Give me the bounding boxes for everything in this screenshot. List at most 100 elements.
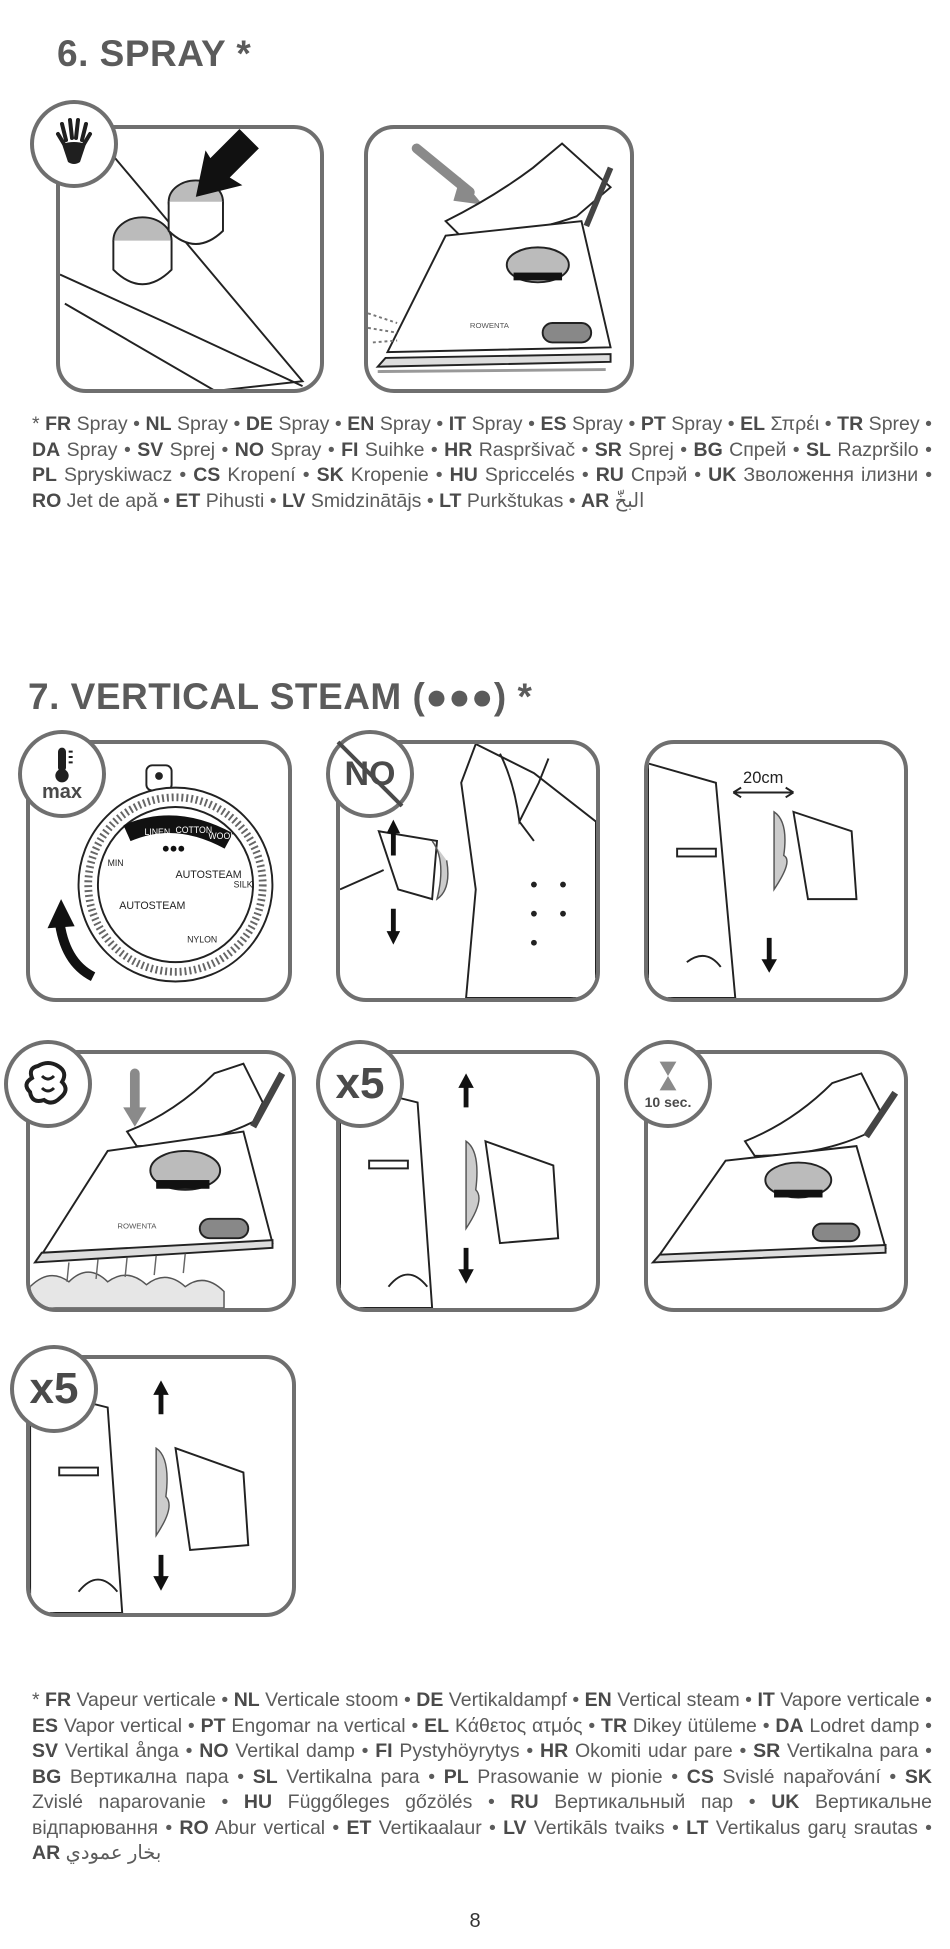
translation-text: Verticale stoom [259,1689,399,1711]
repeat-x5-badge: x5 [316,1040,404,1128]
language-code: TR [601,1714,628,1737]
language-code: FR [45,1689,72,1711]
translation-text: Вертикална пара [61,1765,229,1788]
language-code: EN [347,413,375,435]
translation-text: Jet de apă [61,489,158,512]
translation-text: البخّ [609,489,645,512]
translation-item: • RU Спрэй [574,464,688,486]
translation-item: • PL Spryskiwacz [32,438,932,487]
spray-press-panel: ROWENTA [364,125,634,393]
translation-text: Vertikaldampf [443,1689,567,1711]
language-code: ES [540,413,567,435]
translation-text: Spray [264,438,322,461]
translation-text: Spray [60,438,118,461]
language-code: NO [199,1740,229,1762]
language-code: TR [837,413,864,435]
translation-item: • SV Sprej [117,438,216,461]
translation-item: • EN Vertical steam [566,1689,740,1711]
translation-text: Vapore verticale [774,1689,920,1711]
spray-icon [30,100,118,188]
worn-garment-panel [336,740,600,1002]
language-code: PT [200,1714,226,1737]
language-code: RU [510,1791,539,1813]
language-code: DA [775,1714,804,1737]
language-code: BG [32,1765,62,1788]
translation-item: • FI Suihke [321,438,425,461]
temperature-max-badge: max [18,730,106,818]
steam-burst-icon [4,1040,92,1128]
translation-text: Zvislé naparovanie [32,1791,206,1813]
language-code: UK [771,1791,800,1813]
translation-item: • CS Svislé napařování [662,1765,881,1788]
translation-text: Вертикальный пар [538,1791,734,1813]
translation-item: • UK Зволоження ілизни [687,464,919,486]
dial-wool: WOOL [208,831,235,841]
translation-item: • TR Sprey [819,413,920,435]
distance-label: 20cm [743,769,783,787]
translation-text: Suihke [358,438,425,461]
translation-text: Vertikalna para [277,1765,420,1788]
translation-item: • RU Вертикальный пар [472,1791,734,1813]
translation-item: • CS Kropení [172,464,296,486]
translation-item: • ES Vapor vertical [32,1689,933,1737]
translation-text: Спрей [722,438,787,461]
translation-text: Sprey [863,413,920,435]
translation-item: * FR Vapeur verticale [32,1689,216,1711]
translation-item: • SK Zvislé naparovanie [32,1765,932,1814]
spray-translations: * FR Spray • NL Spray • DE Spray • EN Sp… [32,412,932,514]
translation-text: Spray [374,413,431,435]
translation-item: • AR بخار عمودي [32,1816,932,1865]
translation-item: • HR Raspršivač [424,438,576,461]
translation-item: • SR Sprej [575,438,674,461]
steam-burst-panel: ROWENTA [26,1050,296,1312]
translation-text: Dikey ütüleme [627,1714,757,1737]
hourglass-icon [659,1061,677,1091]
language-code: UK [708,464,737,486]
translation-item: • HU Spriccelés [428,464,575,486]
translation-text: Pystyhöyrytys [392,1740,520,1762]
language-code: RU [595,464,624,486]
translation-text: Kropenie [343,464,429,486]
translation-item: • SL Razpršilo [786,438,919,461]
language-code: NO [234,438,265,461]
translation-item: • RO Abur vertical [158,1816,326,1839]
language-code: NL [145,413,172,435]
translation-text: Spryskiwacz [56,464,173,486]
translation-text: Razpršilo [830,438,919,461]
language-code: EL [740,413,766,435]
dial-panel: LINEN COTTON WOOL SILK NYLON MIN AUTOSTE… [26,740,292,1002]
translation-item: * FR Spray [32,413,128,435]
translation-text: Prasowanie w pionie [468,1765,663,1788]
dial-linen: LINEN [144,827,170,837]
language-code: HU [243,1791,273,1813]
translation-item: • LV Vertikāls tvaiks [481,1816,665,1839]
translation-item: • DE Vertikaldampf [398,1689,567,1711]
translation-item: • ET Vertikaalaur [325,1816,482,1839]
thermometer-icon [55,747,73,782]
language-code: SK [316,464,344,486]
language-code: IT [757,1689,775,1711]
translation-text: Spriccelés [477,464,575,486]
translation-text: Vapor vertical [58,1714,183,1737]
translation-text: Σπρέι [765,413,820,435]
translation-item: • ES Spray [522,413,623,435]
translation-text: Vertikalna para [780,1740,919,1762]
translation-item: • NO Vertikal damp [178,1740,355,1762]
translation-text: Purkštukas [461,489,564,512]
brand-mark: ROWENTA [470,321,510,330]
page-number: 8 [469,1910,481,1932]
language-code: DE [416,1689,444,1711]
language-code: ET [175,489,201,512]
translation-item: • NO Spray [215,438,322,461]
translation-text: Spray [71,413,128,435]
language-code: DA [32,438,61,461]
spray-button-closeup-panel [56,125,324,393]
translation-text: Spray [272,413,330,435]
brand-mark-2: ROWENTA [117,1222,157,1231]
language-code: AR [581,489,610,512]
language-code: BG [693,438,723,461]
translation-item: • EN Spray [329,413,431,435]
translation-item: • SL Vertikalna para [228,1765,420,1788]
translation-item: • UK Вертикальне відпарювання [32,1791,933,1839]
language-code: IT [448,413,467,435]
